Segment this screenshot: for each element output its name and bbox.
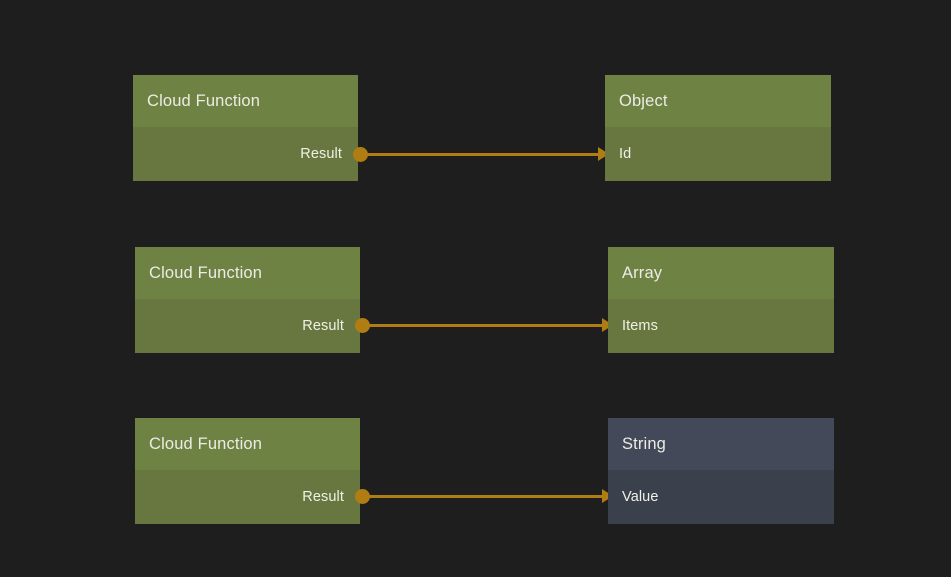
node-input-port-id[interactable]: Id bbox=[605, 127, 831, 181]
node-input-port-value[interactable]: Value bbox=[608, 470, 834, 524]
node-object[interactable]: Object Id bbox=[605, 75, 831, 181]
edge-line-2 bbox=[362, 324, 612, 327]
node-title: Array bbox=[608, 247, 834, 299]
edge-target-arrow-2 bbox=[602, 318, 613, 332]
node-output-port-result[interactable]: Result bbox=[135, 299, 360, 353]
node-title: Cloud Function bbox=[133, 75, 358, 127]
edge-line-3 bbox=[362, 495, 612, 498]
node-string[interactable]: String Value bbox=[608, 418, 834, 524]
node-output-port-result[interactable]: Result bbox=[133, 127, 358, 181]
node-title: Cloud Function bbox=[135, 418, 360, 470]
node-title: String bbox=[608, 418, 834, 470]
edge-target-arrow-1 bbox=[598, 147, 609, 161]
edge-line-1 bbox=[360, 153, 608, 156]
node-input-port-items[interactable]: Items bbox=[608, 299, 834, 353]
node-output-port-result[interactable]: Result bbox=[135, 470, 360, 524]
edge-target-arrow-3 bbox=[602, 489, 613, 503]
node-cloud-function-1[interactable]: Cloud Function Result bbox=[133, 75, 358, 181]
node-cloud-function-3[interactable]: Cloud Function Result bbox=[135, 418, 360, 524]
node-title: Object bbox=[605, 75, 831, 127]
node-cloud-function-2[interactable]: Cloud Function Result bbox=[135, 247, 360, 353]
node-array[interactable]: Array Items bbox=[608, 247, 834, 353]
node-title: Cloud Function bbox=[135, 247, 360, 299]
